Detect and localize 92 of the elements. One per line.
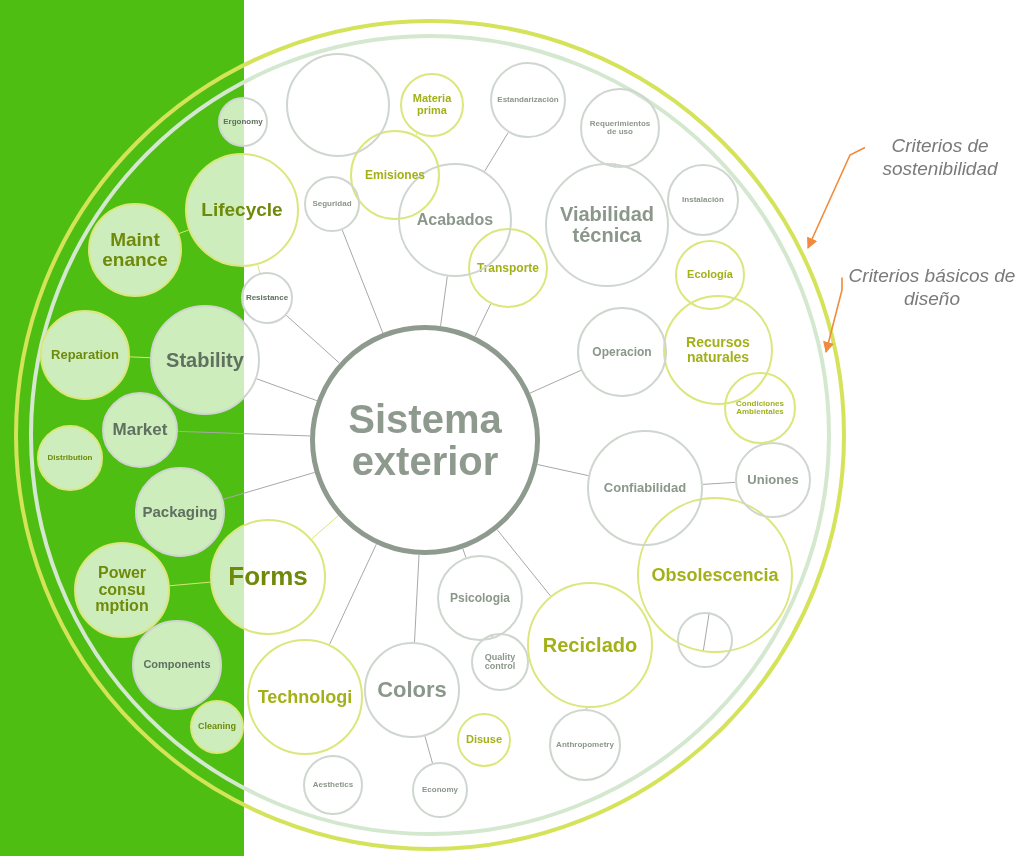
bubble-label: Cleaning (198, 722, 236, 732)
bubble (412, 762, 468, 818)
bubble-label: Economy (422, 785, 458, 795)
bubble-label: Requerimientos de uso (588, 119, 652, 137)
bubble-label: Reparation (51, 348, 119, 362)
bubble (675, 240, 745, 310)
bubble (400, 73, 464, 137)
bubble-label: Power consu mption (94, 564, 150, 616)
bubble (577, 307, 667, 397)
bubble-label: Market (112, 421, 168, 439)
bubble (468, 228, 548, 308)
bubble-label: Anthropometry (556, 740, 614, 750)
connector-line (311, 515, 339, 540)
bubble-label: Emisiones (365, 168, 425, 182)
bubble-label: Components (143, 659, 211, 671)
bubble (247, 639, 363, 755)
bubble-label: Reciclado (542, 634, 638, 656)
connector-line (496, 529, 551, 597)
bubble-label: Resistance (245, 293, 289, 303)
bubble (580, 88, 660, 168)
connector-line (169, 581, 211, 587)
bubble (364, 642, 460, 738)
bubble-label: Ecología (687, 269, 733, 281)
bubble-label: Distribution (47, 453, 93, 463)
bubble (587, 430, 703, 546)
bubble (241, 272, 293, 324)
connector-line (415, 132, 418, 136)
bubble-label: Instalación (682, 195, 724, 205)
bubble (724, 372, 796, 444)
bubble (303, 755, 363, 815)
bubble-label: Acabados (416, 211, 494, 229)
bubble-label: Estandarización (497, 95, 559, 105)
bubble-label: Colors (377, 678, 447, 702)
connector-line (222, 471, 316, 500)
bubble-label: Maint enance (101, 230, 169, 270)
bubble (490, 62, 566, 138)
bubble-label: Packaging (142, 504, 218, 520)
connector-line (414, 554, 420, 643)
arrow (807, 146, 866, 249)
bubble (549, 709, 621, 781)
bubble-label: Condiciones Ambientales (735, 399, 785, 417)
bubble (457, 713, 511, 767)
empty-bubble (286, 53, 390, 157)
arrow (823, 276, 843, 354)
bubble (310, 325, 540, 555)
bubble-label: Recursos naturales (685, 335, 751, 365)
bubble-label: Aesthetics (312, 780, 354, 790)
bubble-label: Confiabilidad (603, 481, 687, 495)
connector-line (341, 229, 384, 334)
connector-line (440, 276, 448, 327)
bubble (218, 97, 268, 147)
bubble (437, 555, 523, 641)
bubble-label: Seguridad (312, 199, 352, 209)
connector-line (462, 548, 467, 558)
bubble-label: Lifecycle (201, 200, 283, 220)
bubble-label: Sistema exterior (347, 398, 503, 482)
connector-line (536, 464, 589, 477)
bubble (527, 582, 653, 708)
bubble-label: Forms (228, 563, 308, 591)
bubble-label: Stability (166, 349, 244, 371)
bubble-label: Psicologia (450, 591, 510, 605)
connector-line (424, 735, 433, 764)
connector-line (702, 481, 736, 485)
bubble-label: Transporte (477, 261, 539, 275)
bubble-label: Materia prima (411, 93, 453, 117)
connector-line (285, 314, 340, 364)
bubble (637, 497, 793, 653)
empty-bubble (677, 612, 733, 668)
annotation-label: Criterios básicos de diseño (842, 265, 1022, 311)
bubble (304, 176, 360, 232)
bubble-label: Viabilidad técnica (558, 204, 656, 246)
bubble (545, 163, 669, 287)
bubble (735, 442, 811, 518)
bubble-label: Operacion (592, 345, 652, 359)
bubble-label: Disuse (465, 734, 503, 746)
bubble (471, 633, 529, 691)
connector-line (529, 369, 582, 394)
connector-line (484, 131, 509, 172)
bubble-label: Ergonomy (223, 117, 263, 127)
connector-line (257, 264, 261, 274)
connector-line (329, 543, 377, 645)
bubble-label: Technologi (257, 687, 353, 707)
connector-line (177, 430, 311, 437)
connector-line (474, 303, 492, 337)
bubble-label: Obsolescencia (651, 565, 779, 585)
connector-line (256, 378, 318, 402)
bubble-label: Uniones (747, 473, 799, 487)
bubble (667, 164, 739, 236)
bubble-label: Quality control (483, 652, 517, 672)
connector-line (178, 229, 190, 235)
annotation-label: Criterios de sostenibilidad (865, 135, 1015, 181)
connector-line (129, 356, 151, 359)
